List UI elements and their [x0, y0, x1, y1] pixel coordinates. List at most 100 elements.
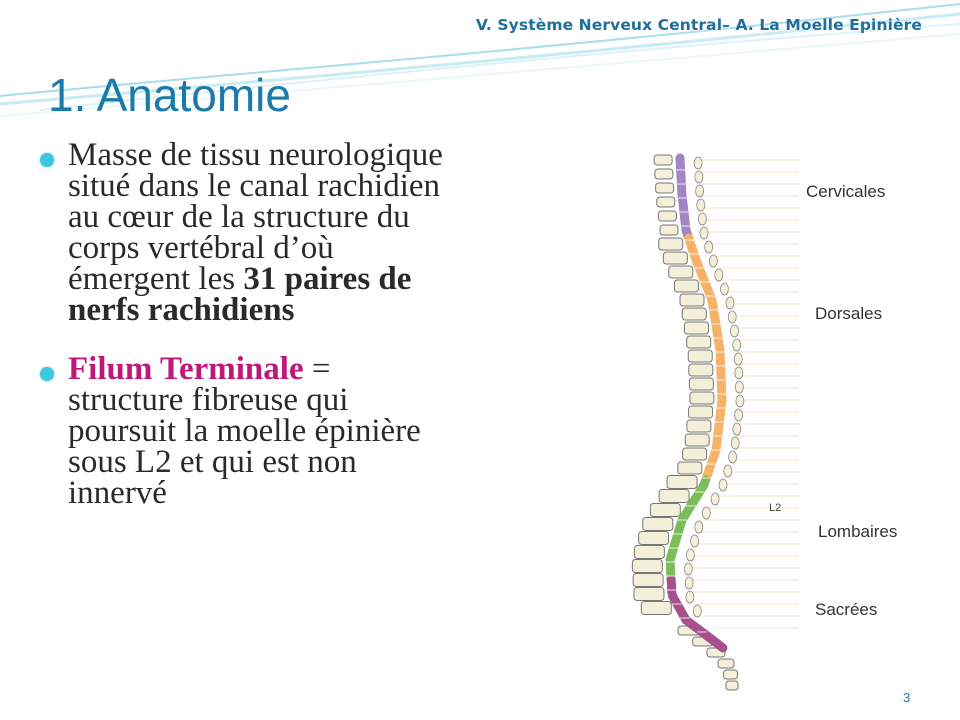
- vertebra-body: [686, 335, 712, 349]
- vertebra-body: [653, 154, 673, 166]
- vertebra-body: [686, 419, 712, 433]
- vertebra-body: [688, 363, 714, 377]
- spinous-process: [701, 506, 711, 520]
- header-swoosh-decoration: [0, 3, 960, 117]
- spinous-process: [699, 226, 709, 240]
- label-cervicales: Cervicales: [806, 182, 886, 201]
- bullet-line: corps vertébral d’où: [68, 230, 334, 266]
- sacral-segment: [723, 669, 738, 680]
- vertebra-body: [679, 293, 705, 307]
- vertebra-body: [681, 307, 707, 321]
- spinous-process: [730, 436, 740, 450]
- slide-title: 1. Anatomie: [48, 69, 291, 121]
- bullet-dot-icon: [40, 153, 54, 167]
- bullet-line: émergent les 31 paires de: [68, 261, 600, 297]
- vertebra-body: [688, 405, 714, 419]
- spinous-process: [686, 548, 695, 562]
- l2-marker-label: L2: [769, 502, 782, 514]
- cord-lumbar: [665, 475, 711, 585]
- bullet-emphasis-line: nerfs rachidiens: [68, 292, 295, 328]
- spinous-process: [704, 240, 714, 254]
- spinous-process: [725, 296, 735, 310]
- spinous-process: [734, 366, 744, 380]
- vertebra-body: [658, 489, 690, 503]
- bullet-line: situé dans le canal rachidien: [68, 168, 441, 204]
- spinous-process: [723, 464, 733, 478]
- spinous-process: [728, 450, 738, 464]
- spinous-process: [694, 170, 704, 184]
- bullet-line: poursuit la moelle épinière: [68, 413, 421, 449]
- vertebra-body: [683, 321, 709, 335]
- spinous-process: [714, 268, 724, 282]
- spinous-process: [708, 254, 718, 268]
- vertebra-body: [649, 503, 681, 517]
- vertebra-body: [658, 237, 684, 251]
- vertebra-body: [666, 475, 698, 489]
- vertebra-body: [687, 349, 713, 363]
- bullet-text: émergent les: [68, 261, 244, 297]
- vertebra-body: [662, 251, 688, 265]
- vertebra-body: [642, 517, 674, 531]
- vertebra-body: [640, 601, 672, 615]
- spinous-process: [727, 310, 737, 324]
- spinous-process: [732, 338, 742, 352]
- vertebra-body: [657, 210, 677, 222]
- cord-dorsal: [684, 233, 727, 483]
- spinous-process: [684, 576, 694, 590]
- sacral-segment: [717, 658, 735, 669]
- cord-sacral: [666, 575, 728, 653]
- spinous-process: [718, 478, 728, 492]
- bullet-list: Masse de tissu neurologique situé dans l…: [40, 137, 600, 511]
- spinous-process: [732, 422, 742, 436]
- label-sacrees: Sacrées: [815, 600, 878, 619]
- vertebra-body: [655, 182, 675, 194]
- spinous-process: [693, 156, 703, 170]
- spinous-process: [733, 352, 743, 366]
- spinous-process: [720, 282, 729, 296]
- vertebra-body: [673, 279, 699, 293]
- vertebra-body: [633, 587, 665, 601]
- vertebra-body: [688, 377, 714, 391]
- spine-diagram: [631, 153, 799, 691]
- page-number: 3: [903, 690, 911, 705]
- vertebra-body: [677, 461, 703, 475]
- vertebra-body: [631, 559, 663, 573]
- sacral-segment: [725, 680, 739, 691]
- bullet-line: au cœur de la structure du: [68, 199, 410, 235]
- spinous-process: [734, 408, 743, 422]
- bullet-line: sous L2 et qui est non: [68, 444, 357, 480]
- bullet-emphasis: 31 paires de: [243, 261, 412, 297]
- spinous-process: [692, 604, 702, 618]
- bullet-text: =: [303, 351, 331, 387]
- bullet-item-filum: Filum Terminale = structure fibreuse qui…: [40, 351, 600, 511]
- spinous-process: [694, 520, 704, 534]
- label-dorsales: Dorsales: [815, 304, 883, 323]
- spinous-process: [683, 562, 693, 576]
- spinous-process: [698, 212, 707, 226]
- vertebra-body: [632, 573, 664, 587]
- section-header: V. Système Nerveux Central– A. La Moelle…: [475, 16, 922, 34]
- label-lombaires: Lombaires: [818, 522, 898, 541]
- bullet-line: Masse de tissu neurologique: [68, 137, 443, 173]
- spinous-process: [730, 324, 739, 338]
- vertebra-body: [682, 447, 708, 461]
- vertebra-body: [656, 196, 676, 208]
- vertebra-body: [638, 531, 670, 545]
- vertebra-body: [668, 265, 694, 279]
- vertebra-body: [633, 545, 665, 559]
- vertebra-body: [654, 168, 674, 180]
- bullet-item-description: Masse de tissu neurologique situé dans l…: [40, 137, 600, 328]
- bullet-line: innervé: [68, 475, 167, 511]
- bullet-line: structure fibreuse qui: [68, 382, 349, 418]
- spinous-process: [695, 184, 705, 198]
- vertebra-body: [659, 224, 679, 236]
- vertebra-body: [689, 391, 715, 405]
- spinous-process: [690, 534, 699, 548]
- spinous-process: [710, 492, 720, 506]
- spinous-process: [696, 198, 706, 212]
- spinous-process: [734, 380, 744, 394]
- spinous-process: [735, 394, 745, 408]
- spinous-process: [685, 590, 695, 604]
- vertebra-body: [684, 433, 710, 447]
